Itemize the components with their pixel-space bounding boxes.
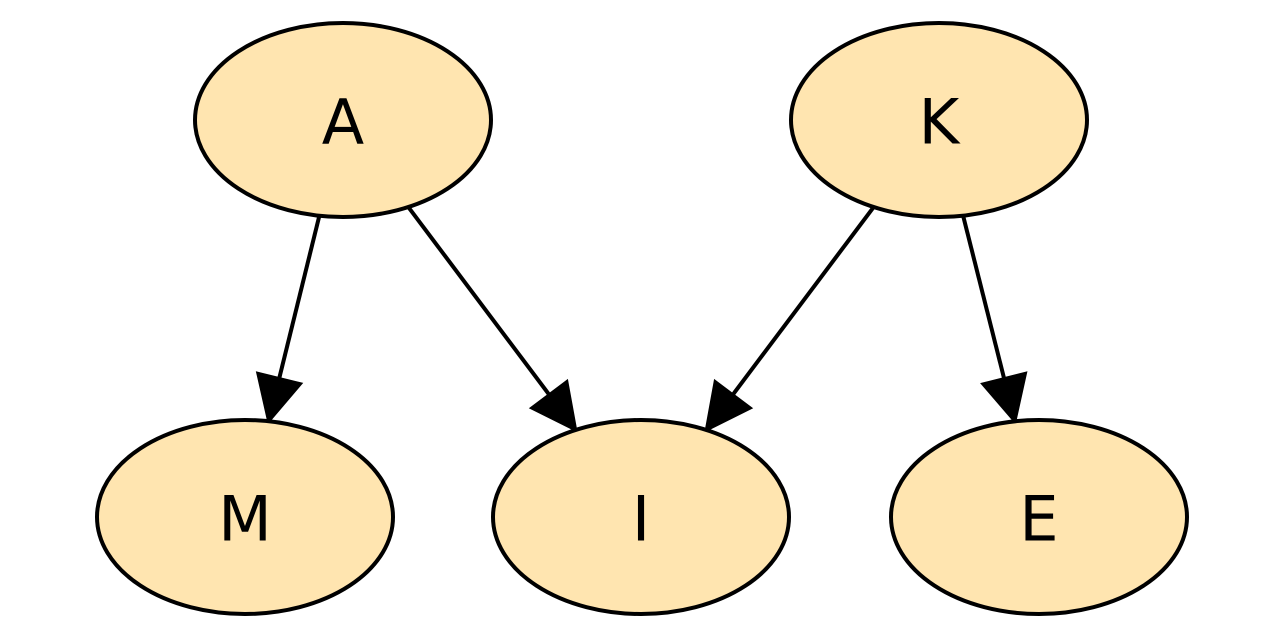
node-label: I <box>632 483 650 556</box>
nodes-layer: A K M I E <box>95 21 1189 616</box>
node-e: E <box>889 418 1189 616</box>
node-a: A <box>193 21 493 219</box>
node-ellipse <box>789 21 1089 219</box>
edges-layer <box>255 205 1028 433</box>
node-label: K <box>919 86 961 159</box>
node-k: K <box>789 21 1089 219</box>
node-m: M <box>95 418 395 616</box>
edge-k-e <box>961 215 1028 425</box>
node-ellipse <box>491 418 791 616</box>
edge-line <box>277 215 322 380</box>
edge-a-m <box>255 215 322 425</box>
arrowhead-icon <box>255 371 304 425</box>
node-label: A <box>322 86 364 159</box>
node-label: M <box>218 483 272 556</box>
node-ellipse <box>95 418 395 616</box>
edge-line <box>406 205 551 396</box>
node-ellipse <box>889 418 1189 616</box>
edge-line <box>731 205 876 396</box>
edge-line <box>961 215 1007 380</box>
node-label: E <box>1019 483 1058 556</box>
node-ellipse <box>193 21 493 219</box>
arrowhead-icon <box>980 371 1028 425</box>
arrowhead-icon <box>704 378 754 433</box>
edge-a-i <box>406 205 578 433</box>
node-i: I <box>491 418 791 616</box>
arrowhead-icon <box>528 378 578 433</box>
edge-k-i <box>704 205 876 433</box>
